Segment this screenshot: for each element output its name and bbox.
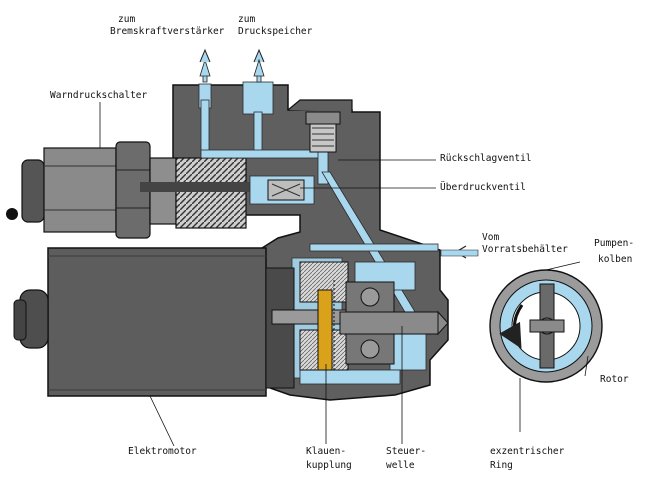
pressure-switch xyxy=(6,141,270,239)
check-valve xyxy=(305,111,341,153)
pump-internals xyxy=(299,261,449,372)
label-eccentric-ring-line1: exzentrischer xyxy=(490,446,565,457)
relief-valve xyxy=(267,179,305,201)
label-from-reservoir-line2: Vorratsbehälter xyxy=(482,244,568,255)
label-rotor: Rotor xyxy=(600,374,629,385)
label-from-reservoir-line1: Vom xyxy=(482,232,500,243)
label-pump-piston-line1: Pumpen- xyxy=(594,238,635,249)
label-pressure-accumulator-line2: Druckspeicher xyxy=(238,26,313,37)
electric-motor xyxy=(13,247,353,397)
label-brake-booster-line1: zum xyxy=(118,14,136,25)
flow-arrows xyxy=(199,48,479,259)
label-pressure-accumulator-line1: zum xyxy=(238,14,256,25)
label-control-shaft-line2: welle xyxy=(386,460,415,471)
label-control-shaft-line1: Steuer- xyxy=(386,446,427,457)
label-brake-booster-line2: Bremskraftverstärker xyxy=(110,26,225,37)
label-electric-motor: Elektromotor xyxy=(128,446,197,457)
label-eccentric-ring-line2: Ring xyxy=(490,460,513,471)
label-pressure-relief-valve: Überdruckventil xyxy=(440,182,526,193)
label-warning-pressure-switch: Warndruckschalter xyxy=(50,90,148,101)
label-claw-coupling-line2: kupplung xyxy=(306,460,352,471)
label-check-valve: Rückschlagventil xyxy=(440,153,532,164)
rotor-section xyxy=(489,269,603,383)
label-claw-coupling-line1: Klauen- xyxy=(306,446,347,457)
leader-lines xyxy=(99,102,589,447)
label-pump-piston-line2: kolben xyxy=(598,254,633,265)
